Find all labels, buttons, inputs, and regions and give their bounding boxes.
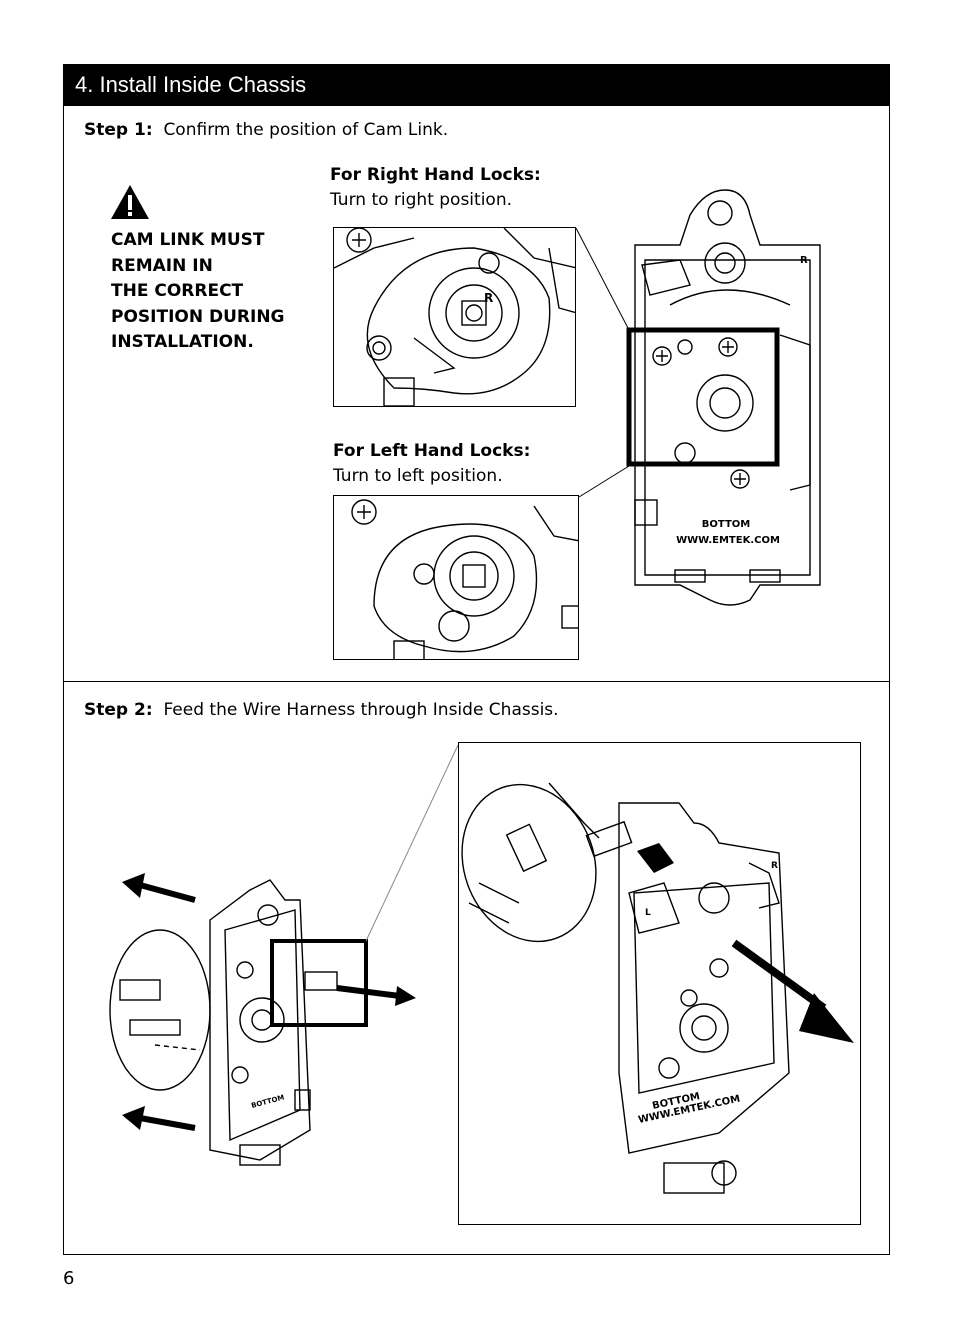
step1-label: Step 1: bbox=[84, 120, 153, 140]
step1-line: Step 1: Confirm the position of Cam Link… bbox=[84, 120, 448, 140]
chassis-illustration-step1: BOTTOM WWW.EMTEK.COM R bbox=[626, 189, 821, 606]
chassis-illustration-step2: BOTTOM bbox=[109, 873, 416, 1166]
section-divider bbox=[63, 681, 890, 682]
left-hand-text: Turn to left position. bbox=[333, 466, 503, 486]
chassis-r-marker: R bbox=[800, 255, 808, 266]
step2-text: Feed the Wire Harness through Inside Cha… bbox=[163, 700, 559, 720]
left-hand-heading: For Left Hand Locks: bbox=[333, 441, 531, 461]
warning-text: CAM LINK MUST REMAIN IN THE CORRECT POSI… bbox=[111, 228, 301, 356]
warning-line: POSITION DURING bbox=[111, 306, 285, 327]
right-hand-detail-image: R bbox=[333, 227, 576, 407]
step2-line: Step 2: Feed the Wire Harness through In… bbox=[84, 700, 559, 720]
section-title: 4. Install Inside Chassis bbox=[75, 72, 307, 97]
harness-l-marker: L bbox=[645, 908, 651, 918]
warning-line: REMAIN IN bbox=[111, 255, 213, 276]
harness-r-marker: R bbox=[771, 861, 778, 871]
harness-detail-image: BOTTOM WWW.EMTEK.COM L R bbox=[458, 742, 861, 1225]
warning-line: INSTALLATION. bbox=[111, 332, 254, 352]
page-number: 6 bbox=[63, 1268, 75, 1289]
right-hand-heading: For Right Hand Locks: bbox=[330, 165, 541, 185]
step1-text: Confirm the position of Cam Link. bbox=[163, 120, 449, 140]
left-hand-detail-image bbox=[333, 495, 579, 660]
warning-icon bbox=[111, 185, 149, 219]
svg-text:R: R bbox=[484, 291, 493, 305]
right-hand-caption: For Right Hand Locks: Turn to right posi… bbox=[330, 163, 541, 213]
left-hand-caption: For Left Hand Locks: Turn to left positi… bbox=[333, 439, 530, 489]
step2-label: Step 2: bbox=[84, 700, 153, 720]
warning-line: CAM LINK MUST bbox=[111, 230, 265, 250]
chassis-bottom-label: BOTTOM bbox=[702, 519, 750, 530]
warning-line: THE CORRECT bbox=[111, 281, 244, 301]
section-header: 4. Install Inside Chassis bbox=[63, 64, 890, 106]
right-hand-text: Turn to right position. bbox=[330, 190, 513, 210]
chassis-url-label: WWW.EMTEK.COM bbox=[676, 535, 780, 546]
